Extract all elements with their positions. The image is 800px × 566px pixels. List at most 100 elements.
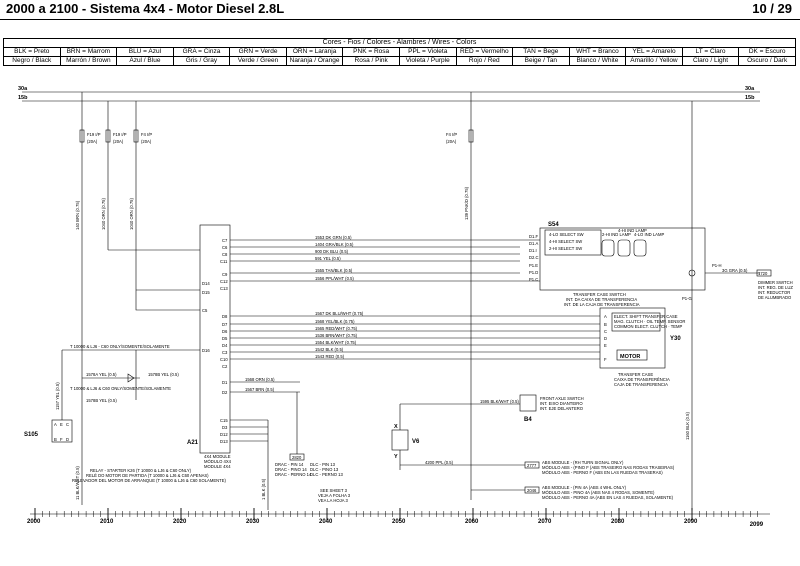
a21-pin: D7 bbox=[222, 322, 228, 327]
v6-y: Y bbox=[394, 454, 398, 460]
y30-pin: B bbox=[604, 322, 607, 327]
b4-caption: FRONT AXLE SWITCH bbox=[540, 396, 584, 401]
page-number: 10 / 29 bbox=[752, 1, 792, 16]
see-sheet: VEJA A FOLHA 3 bbox=[318, 493, 351, 498]
y30-inner-text: ELECT. SHIFT TRANSFER CASE bbox=[614, 314, 678, 319]
abs-text: MÓDULO ABS - PERNO 4A (ABS EN LAS 4 RUED… bbox=[542, 495, 674, 500]
y30-caption: TRANSFER CASE bbox=[618, 372, 653, 377]
s54-pin: D1.A bbox=[529, 241, 539, 246]
y30-inner-text: COMMON ELECT. CLUTCH · TEMP bbox=[614, 324, 683, 329]
wire-label: 1556 PPL/WHT (0.5) bbox=[315, 276, 354, 281]
header: 2000 a 2100 - Sistema 4x4 - Motor Diesel… bbox=[0, 0, 800, 20]
color-legend: Cores - Fios / Colores - Alambres / Wire… bbox=[3, 38, 796, 66]
fuse-symbol bbox=[79, 129, 85, 143]
a21-module-box bbox=[199, 224, 231, 454]
s54-sw: 2-HI SELECT SW bbox=[549, 246, 582, 251]
wire-label: 1040 ORN (0.75) bbox=[101, 198, 106, 230]
s105-switch bbox=[51, 419, 73, 443]
p1g-label: P1-G bbox=[682, 296, 692, 301]
wire-label: 1 BLK (0.5) bbox=[261, 478, 266, 500]
fuse-symbol bbox=[105, 129, 111, 143]
lamp-symbol bbox=[633, 239, 647, 257]
s54-caption: TRANSFER CASE SWITCH bbox=[573, 292, 626, 297]
abs-text: MÓDULO ABS - PINO 4A (ABS NAS 4 RODAS, S… bbox=[542, 490, 655, 495]
s54-label: S54 bbox=[548, 222, 559, 228]
conn-text: DLC - PIN 13 bbox=[310, 462, 336, 467]
wire-label: 140 BRN (0.75) bbox=[75, 200, 80, 230]
wire-label: 1568 ORN (0.5) bbox=[245, 377, 275, 382]
wire-label: 1555 TAN/BLK (0.5) bbox=[315, 268, 353, 273]
lamp-label: 4-LO IND LAMP bbox=[634, 232, 664, 237]
fuse-amp: (20A) bbox=[87, 139, 98, 144]
header-rule bbox=[0, 19, 800, 20]
legend-desc: Oscuro / Dark bbox=[738, 56, 796, 66]
a21-pin: D4 bbox=[222, 343, 228, 348]
wire-label: 1595 BLK/WHT (0.5) bbox=[480, 399, 519, 404]
note-text: 1578B YEL (0.5) bbox=[86, 398, 117, 403]
wire-label: 3G GRA (0.5) bbox=[722, 268, 748, 273]
motor-label: MOTOR bbox=[620, 354, 640, 360]
axis-tick-label: 2060 bbox=[465, 519, 479, 525]
axis-tick-label: 2099 bbox=[750, 522, 764, 528]
ref-box bbox=[524, 461, 540, 469]
lamp-label: 2-HI IND LAMP bbox=[602, 232, 631, 237]
note-text: T 10000 & LJ6 - C60 ONLY/SOMENTE/SOLAMEN… bbox=[70, 344, 170, 349]
s105-pin: E bbox=[60, 422, 63, 427]
y30-inner bbox=[611, 312, 661, 332]
note-text: T 10000 & LJ6 & C60 ONLY/SOMENTE/SOLAMEN… bbox=[70, 386, 171, 391]
s54-caption: INT. DE LA CAJA DE TRANSFERENCIA bbox=[564, 302, 640, 307]
wire-label: 1553 DK GRN (0.5) bbox=[315, 235, 352, 240]
fuse-symbol bbox=[133, 129, 139, 143]
wire-label: 1554 BLK/WHT (0.75) bbox=[315, 340, 357, 345]
relay-caption: RELEVADOR DEL MOTOR DE ARRANQUE (T 10000… bbox=[72, 478, 227, 483]
b4-switch bbox=[519, 394, 537, 412]
s54-sw: 4-LO SELECT SW bbox=[549, 232, 584, 237]
a21-pin: C8 bbox=[222, 252, 228, 257]
fuse-label: F19 I/P bbox=[87, 132, 101, 137]
rail-label: 30a bbox=[18, 86, 28, 92]
abs-text: MÓDULO ABS - PERNO F (ABS EN LAS RUEDAS … bbox=[542, 470, 663, 475]
wire-label: 1404 GRA/BLK (0.5) bbox=[315, 242, 354, 247]
a21-pin: C7 bbox=[222, 238, 228, 243]
wire-label: 1567 BRN (0.5) bbox=[245, 387, 275, 392]
axis-tick-label: 2010 bbox=[100, 519, 114, 525]
relay-caption: RELAY - STARTER K26 (T 10000 & LJ6 & C60… bbox=[90, 468, 192, 473]
a21-label: A21 bbox=[187, 440, 199, 446]
s54-selector bbox=[544, 229, 602, 256]
a21-pin: C13 bbox=[220, 286, 228, 291]
b4-caption: INT. EIXO DIANTEIRO bbox=[540, 401, 583, 406]
wire-label: 1160 BLK (0.5) bbox=[685, 412, 690, 440]
see-sheet: VEA LA HOJA 3 bbox=[318, 498, 348, 503]
v6-x: X bbox=[394, 424, 398, 430]
s54-pin: P1.D bbox=[529, 270, 538, 275]
y30-caption: CAIXA DE TRANSFERÊNCIA bbox=[614, 377, 670, 382]
wire-label: 1040 ORN (0.75) bbox=[129, 198, 134, 230]
conn-text: DLC - PERNO 13 bbox=[310, 472, 343, 477]
axis-tick-label: 2020 bbox=[173, 519, 187, 525]
wire bbox=[135, 290, 200, 311]
conn-text: DRAC - PINO 14 bbox=[275, 467, 307, 472]
wire-label: 1567 DK BLU/WHT (0.75) bbox=[315, 311, 364, 316]
wire-label: 1157 YEL (0.5) bbox=[55, 382, 60, 410]
s54-sw: 4-HI SELECT SW bbox=[549, 239, 582, 244]
fuse-amp: (20A) bbox=[446, 139, 457, 144]
abs-ref: 2777 bbox=[527, 463, 537, 468]
conn-text: DRAC - PIN 14 bbox=[275, 462, 304, 467]
a21-module-text: 4X4 MODULE bbox=[204, 454, 231, 459]
rail-label: 30a bbox=[745, 86, 755, 92]
rail-label: 15b bbox=[745, 95, 755, 101]
p1h-label: P1-H bbox=[712, 263, 722, 268]
s105-pin: B bbox=[54, 437, 57, 442]
axis-tick-label: 2050 bbox=[392, 519, 406, 525]
dimmer-ref: 1720 bbox=[758, 271, 768, 276]
s54-pin: D2.C bbox=[529, 255, 539, 260]
s54-pin: D1.I bbox=[529, 248, 537, 253]
fuse-amp: (20A) bbox=[141, 139, 152, 144]
wire-label: 4200 PPL (0.5) bbox=[425, 460, 454, 465]
lamp-symbol bbox=[617, 239, 631, 257]
fuse-label: F4 I/P bbox=[141, 132, 152, 137]
wire-label: 1568 YEL/BLK (0.75) bbox=[315, 319, 355, 324]
rail-label: 15b bbox=[18, 95, 28, 101]
